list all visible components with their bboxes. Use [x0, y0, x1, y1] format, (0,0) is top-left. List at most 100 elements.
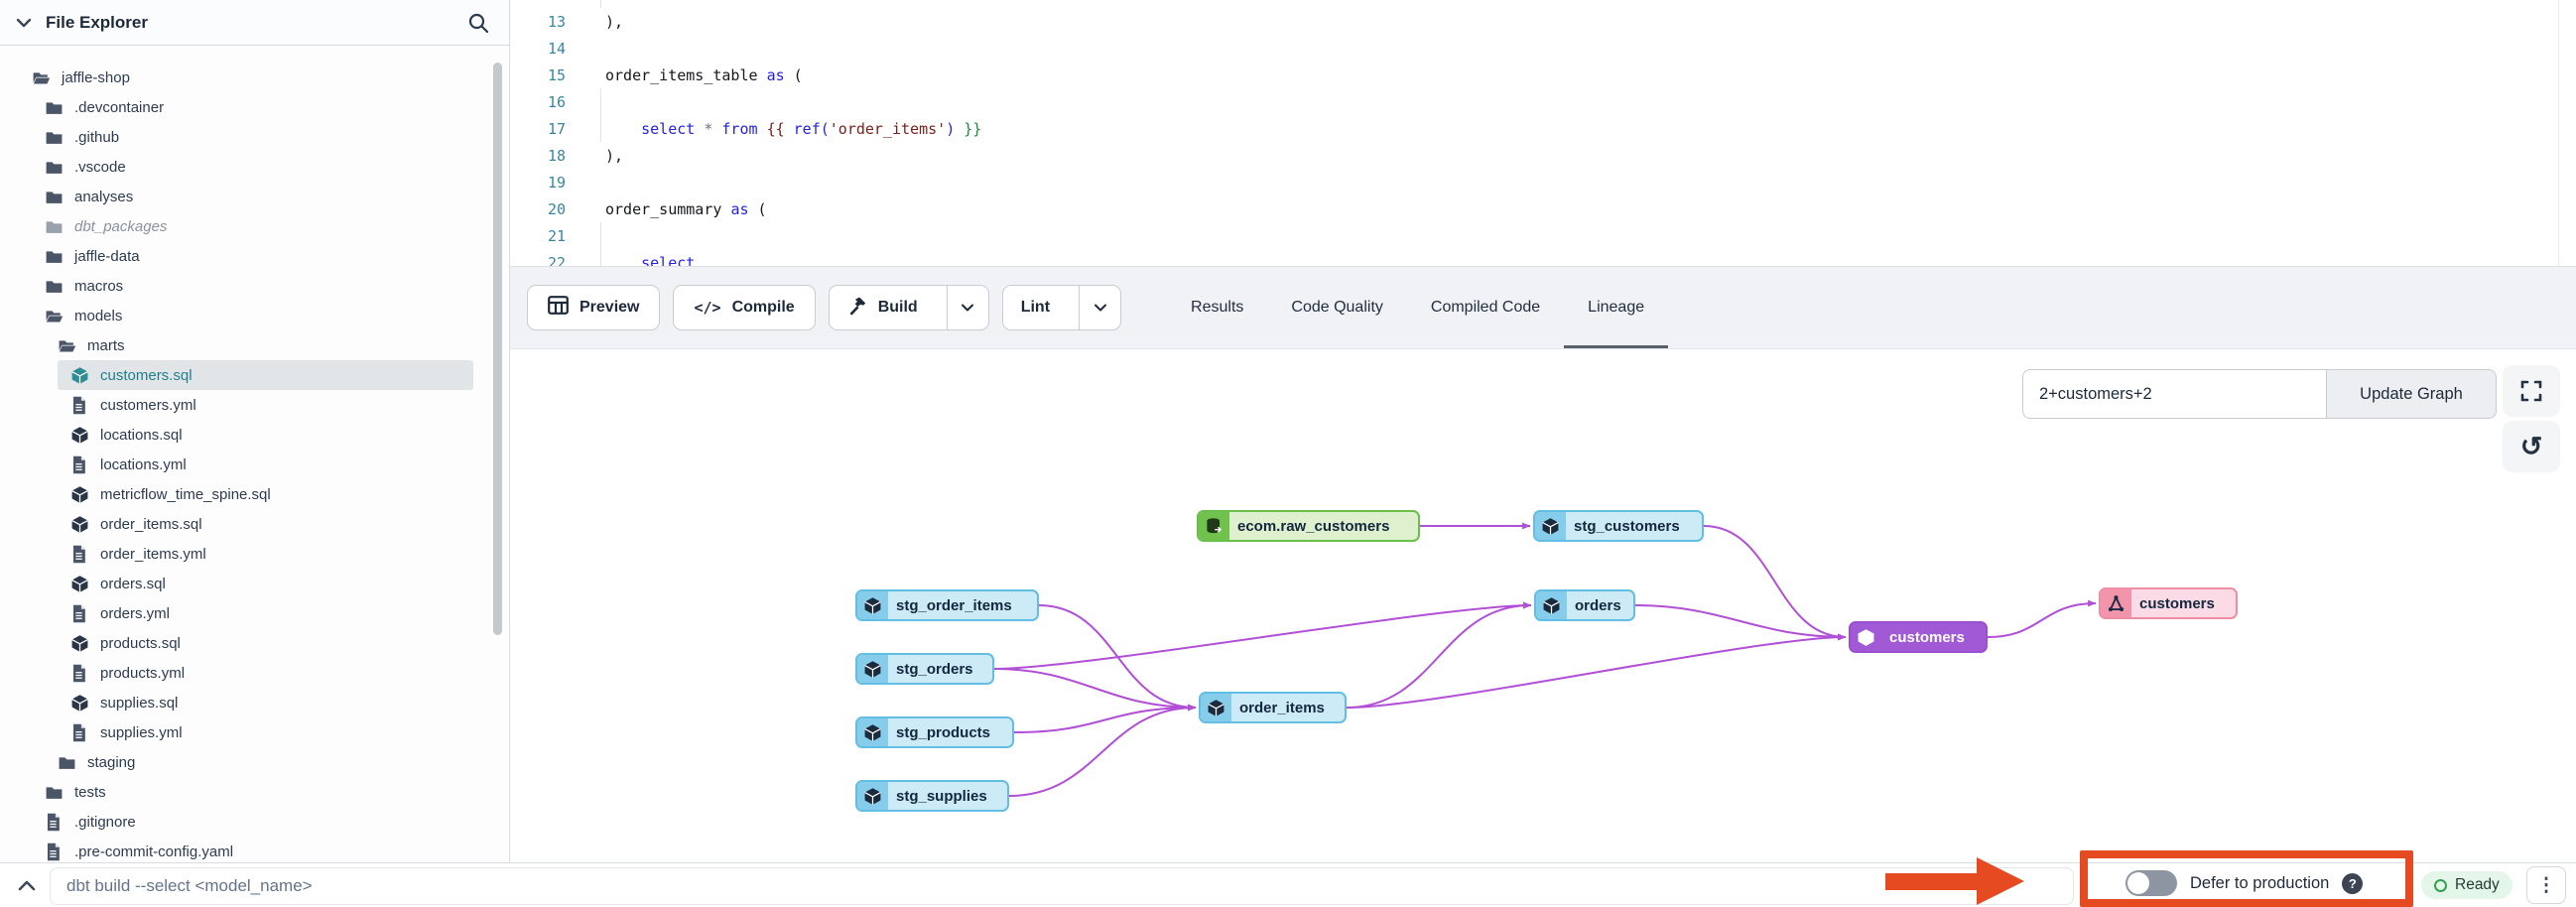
code-line-13[interactable]: 13), [510, 8, 2576, 35]
compile-button[interactable]: </> Compile [673, 285, 816, 330]
tree-item-locations-sql[interactable]: locations.sql [0, 420, 509, 450]
tree-item-dbt-packages[interactable]: dbt_packages [0, 211, 509, 241]
tab-results[interactable]: Results [1191, 299, 1244, 316]
tree-item--devcontainer[interactable]: .devcontainer [0, 92, 509, 122]
tree-item-order-items-yml[interactable]: order_items.yml [0, 539, 509, 569]
code-line-19[interactable]: 19 [510, 169, 2576, 195]
lineage-selector-input[interactable] [2022, 369, 2326, 419]
tree-item--pre-commit-config-yaml[interactable]: .pre-commit-config.yaml [0, 837, 509, 862]
lineage-edges [993, 522, 2097, 797]
toolbar-buttons: Preview </> Compile Build Lint [527, 267, 1122, 348]
tree-item-tests[interactable]: tests [0, 777, 509, 807]
tree-item--gitignore[interactable]: .gitignore [0, 807, 509, 837]
lineage-node-stg_customers[interactable]: stg_customers [1533, 510, 1704, 542]
code-text: order_summary as ( [605, 199, 767, 218]
tree-item-label: orders.yml [100, 604, 171, 622]
tree-item--github[interactable]: .github [0, 122, 509, 152]
tree-item-customers-sql[interactable]: customers.sql [58, 360, 473, 390]
code-line-21[interactable]: 21 [510, 222, 2576, 249]
lint-button[interactable]: Lint [1003, 286, 1068, 329]
build-dropdown-chevron-icon[interactable] [946, 286, 988, 329]
db-icon [1199, 512, 1229, 540]
line-number: 18 [547, 146, 566, 165]
edge-stg_supplies-to-order_items [1008, 704, 1197, 797]
dbt-command-input[interactable] [50, 867, 2074, 905]
lineage-node-orders[interactable]: orders [1534, 589, 1635, 621]
lineage-node-order_items[interactable]: order_items [1199, 692, 1347, 723]
kebab-menu-icon[interactable]: ⋮ [2526, 866, 2566, 904]
command-bar: Defer to production ? Ready ⋮ [0, 862, 2576, 907]
chevron-up-icon[interactable] [12, 871, 42, 901]
lineage-node-customers[interactable]: customers [1849, 621, 1988, 653]
tree-item-jaffle-data[interactable]: jaffle-data [0, 241, 509, 271]
lineage-node-stg_orders[interactable]: stg_orders [855, 653, 994, 685]
preview-button[interactable]: Preview [527, 285, 661, 330]
lineage-node-stg_order_items[interactable]: stg_order_items [855, 589, 1039, 621]
tree-item-orders-sql[interactable]: orders.sql [0, 569, 509, 598]
code-line-14[interactable]: 14 [510, 35, 2576, 62]
tree-item-label: products.yml [100, 664, 186, 682]
tree-item-order-items-sql[interactable]: order_items.sql [0, 509, 509, 539]
tree-item-models[interactable]: models [0, 301, 509, 330]
code-line-17[interactable]: 17 select * from {{ ref('order_items') }… [510, 115, 2576, 142]
build-button[interactable]: Build [830, 286, 936, 329]
folder-icon [45, 217, 64, 236]
action-bar: Preview </> Compile Build Lint [510, 266, 2576, 349]
lint-dropdown-chevron-icon[interactable] [1079, 286, 1120, 329]
tree-item-label: dbt_packages [74, 217, 168, 235]
defer-toggle[interactable] [2125, 870, 2177, 896]
node-label: stg_order_items [896, 596, 1012, 614]
code-line-16[interactable]: 16 [510, 88, 2576, 115]
tree-item-supplies-sql[interactable]: supplies.sql [0, 688, 509, 717]
lineage-node-customers_semantic[interactable]: customers [2099, 587, 2238, 619]
tree-item-locations-yml[interactable]: locations.yml [0, 450, 509, 479]
tree-item-customers-yml[interactable]: customers.yml [0, 390, 509, 420]
code-line-18[interactable]: 18), [510, 142, 2576, 169]
folder-open-icon [32, 68, 51, 87]
help-icon[interactable]: ? [2342, 872, 2364, 894]
tree-item-label: .devcontainer [74, 98, 165, 116]
lineage-node-stg_supplies[interactable]: stg_supplies [855, 780, 1009, 812]
tree-item-supplies-yml[interactable]: supplies.yml [0, 717, 509, 747]
tree-item-products-yml[interactable]: products.yml [0, 658, 509, 688]
lint-split-button: Lint [1001, 285, 1122, 330]
code-line-22[interactable]: 22 select [510, 249, 2576, 266]
tree-item-marts[interactable]: marts [0, 330, 509, 360]
build-split-button: Build [828, 285, 989, 330]
tree-item-analyses[interactable]: analyses [0, 182, 509, 211]
fullscreen-icon[interactable] [2503, 365, 2560, 417]
tree-item-macros[interactable]: macros [0, 271, 509, 301]
status-circle-icon [2434, 878, 2447, 892]
editor-scrollbar[interactable] [2558, 0, 2559, 266]
code-text: order_items_table as ( [605, 65, 803, 84]
edge-stg_products-to-order_items [1013, 704, 1197, 733]
tree-item-label: .github [74, 128, 120, 146]
update-graph-button[interactable]: Update Graph [2326, 369, 2497, 419]
tree-item-label: order_items.yml [100, 545, 206, 563]
sidebar-scrollbar[interactable] [493, 63, 502, 635]
tree-item-staging[interactable]: staging [0, 747, 509, 777]
tree-item-products-sql[interactable]: products.sql [0, 628, 509, 658]
preview-label: Preview [580, 299, 640, 316]
lineage-node-stg_products[interactable]: stg_products [855, 716, 1014, 748]
tree-item-jaffle-shop[interactable]: jaffle-shop [0, 63, 509, 92]
cube-icon [1535, 512, 1566, 540]
lineage-node-raw_customers[interactable]: ecom.raw_customers [1197, 510, 1420, 542]
code-line-12[interactable]: 12 [510, 0, 2576, 8]
tab-lineage[interactable]: Lineage [1564, 267, 1669, 348]
chevron-down-icon[interactable] [14, 13, 34, 33]
reset-view-icon[interactable]: ↺ [2503, 421, 2560, 472]
tree-item-metricflow-time-spine-sql[interactable]: metricflow_time_spine.sql [0, 479, 509, 509]
search-icon[interactable] [463, 8, 493, 38]
tab-code-quality[interactable]: Code Quality [1291, 299, 1383, 316]
tree-item--vscode[interactable]: .vscode [0, 152, 509, 182]
tree-item-orders-yml[interactable]: orders.yml [0, 598, 509, 628]
tab-compiled-code[interactable]: Compiled Code [1430, 299, 1541, 316]
node-label: orders [1575, 596, 1621, 614]
line-number: 12 [510, 0, 566, 4]
